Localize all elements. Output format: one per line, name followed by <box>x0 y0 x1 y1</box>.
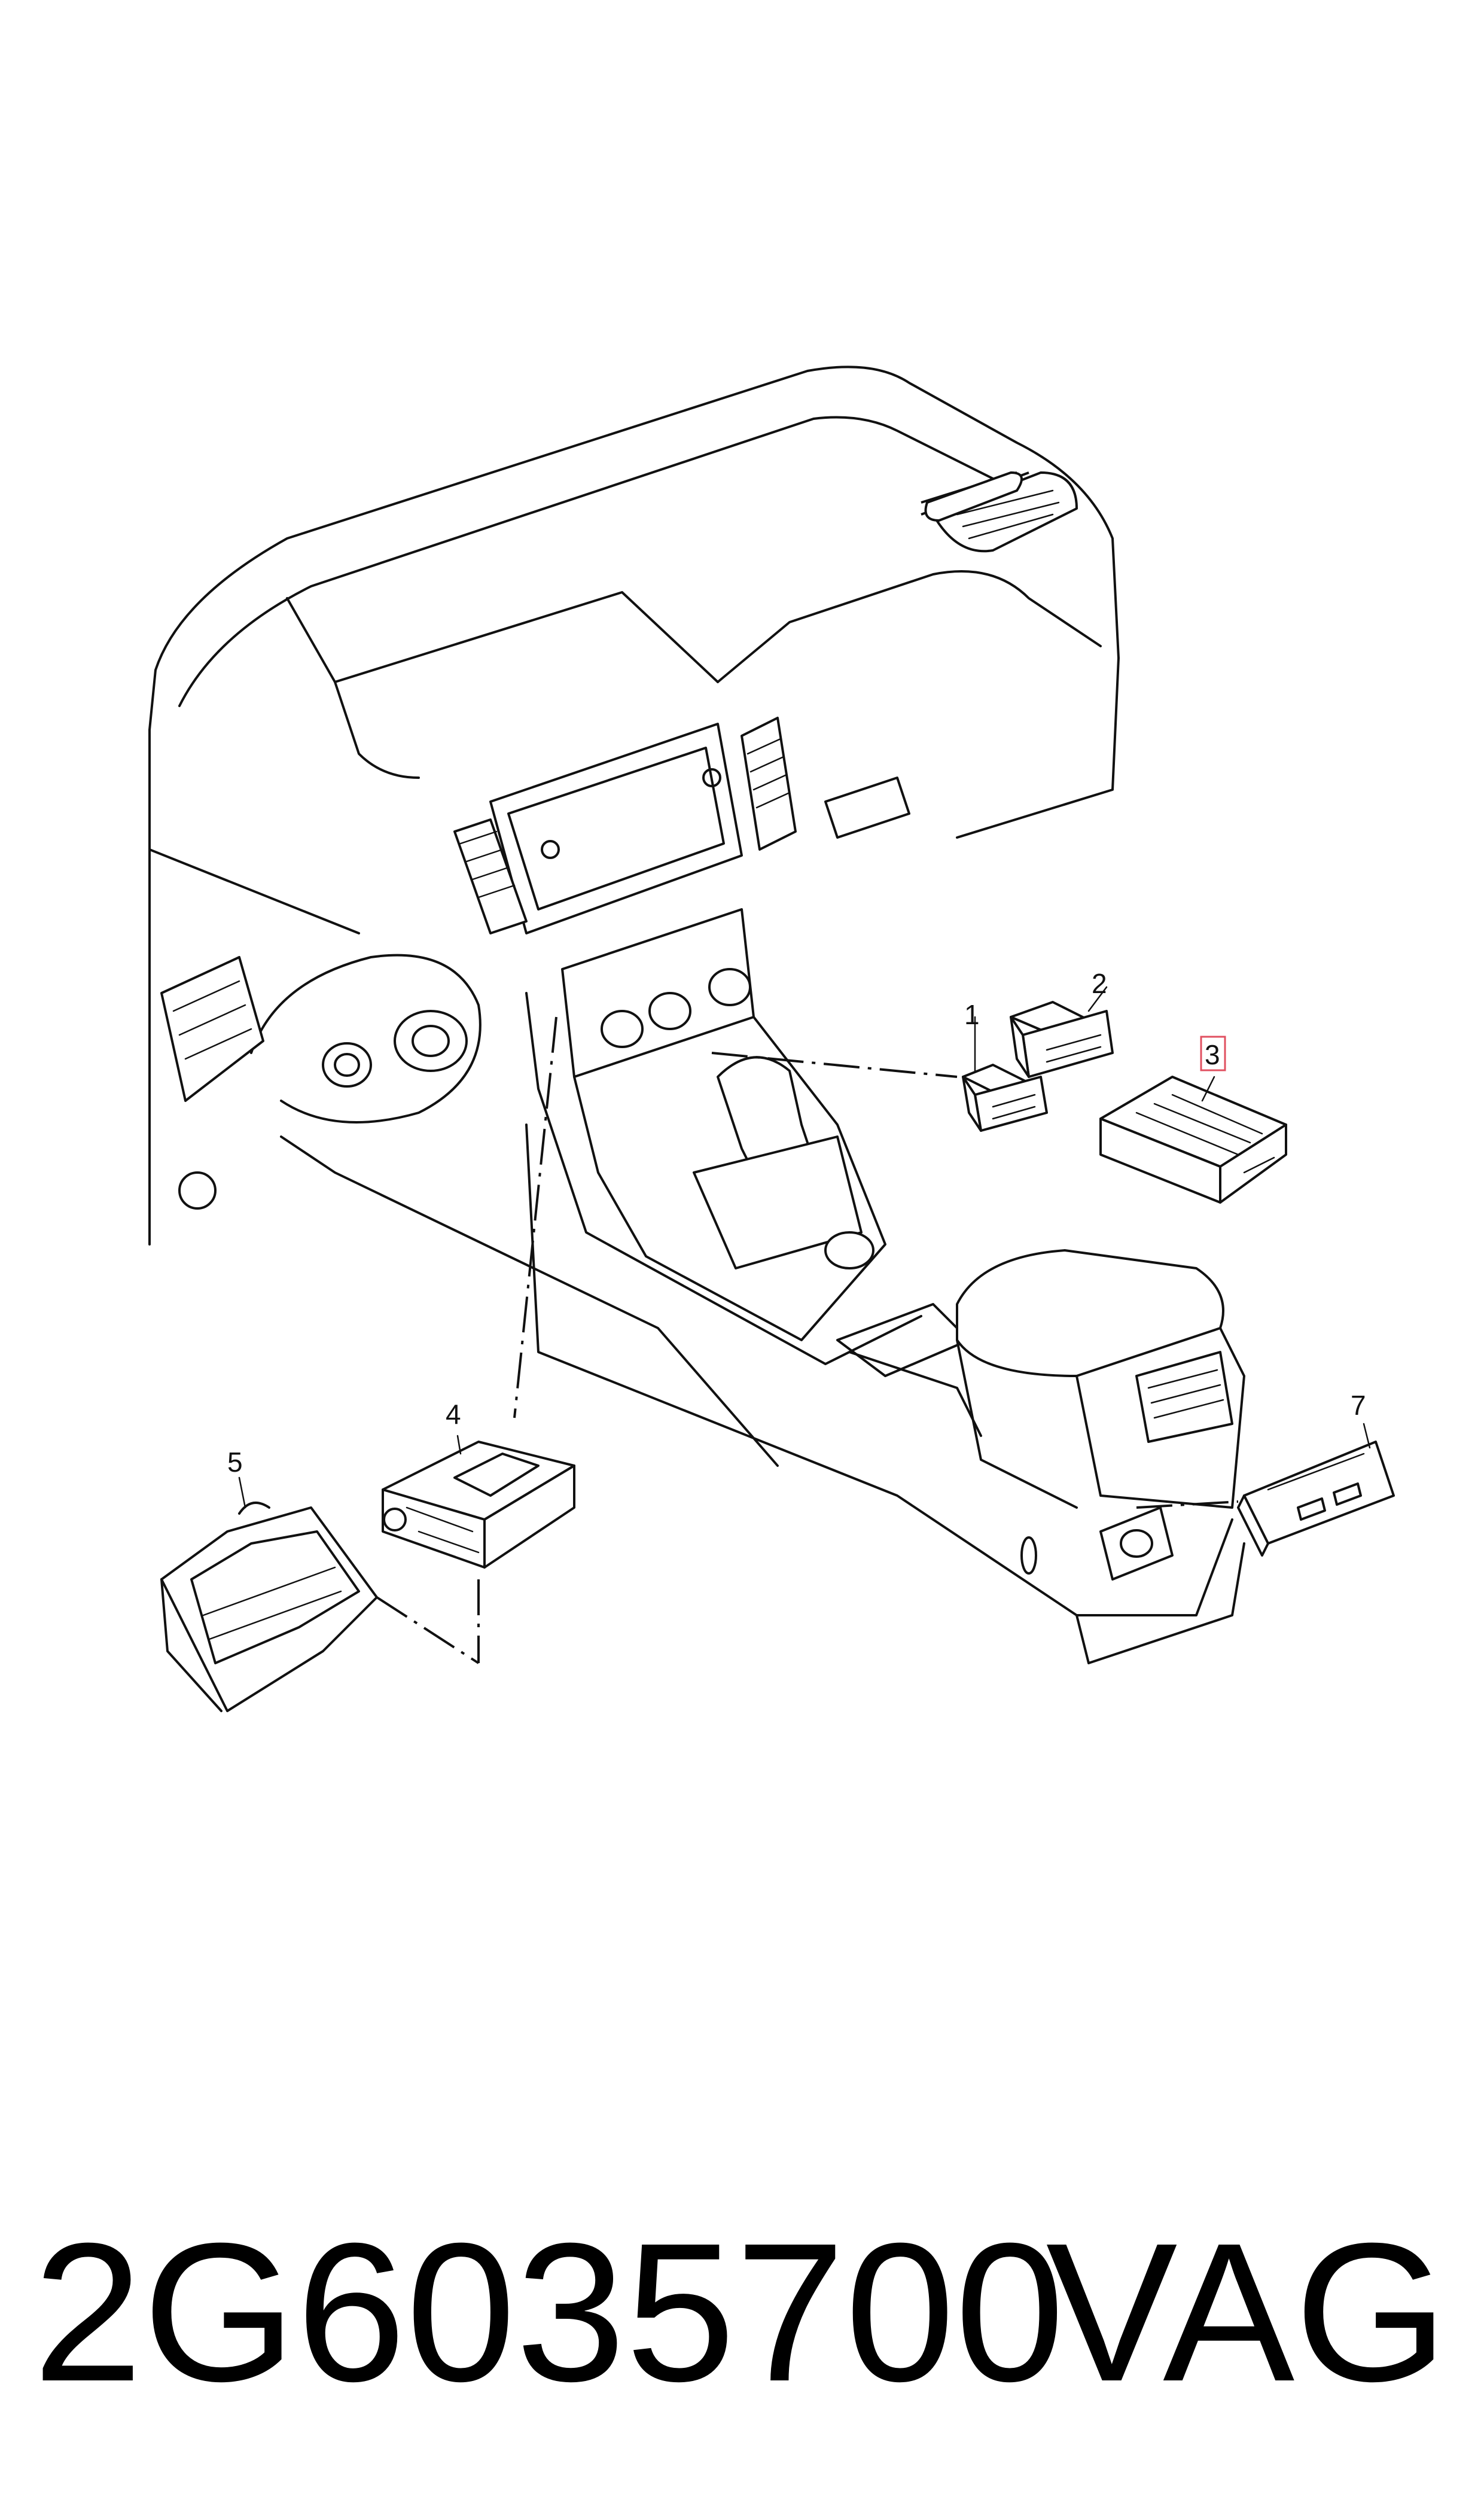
part-4-usb-hub <box>382 1441 575 1569</box>
callout-4: 4 <box>446 1399 461 1430</box>
callout-5: 5 <box>227 1447 243 1478</box>
callout-2: 2 <box>1092 968 1107 999</box>
part-number: 2G6035700 <box>33 2202 1065 2422</box>
center-console <box>525 1123 1245 1664</box>
callout-3-highlight-box <box>1200 1036 1226 1071</box>
climate-panel <box>525 908 922 1365</box>
callout-1: 1 <box>964 999 980 1030</box>
gear-selector <box>693 1056 874 1269</box>
leader-lines <box>376 1016 1239 1664</box>
center-vents <box>453 717 797 934</box>
part-3-control-unit <box>1099 1076 1287 1204</box>
part-2-usb-socket <box>1010 1001 1114 1078</box>
infotainment-screen <box>489 723 743 934</box>
dashboard <box>148 366 1120 1246</box>
part-1-usb-socket <box>962 1064 1048 1132</box>
brand-name: VAG <box>1046 2202 1448 2422</box>
callout-leaders <box>238 986 1371 1509</box>
callout-7: 7 <box>1351 1390 1366 1421</box>
part-7-rear-usb <box>1237 1441 1395 1557</box>
steering-column <box>160 954 779 1467</box>
callout-3: 3 <box>1205 1039 1220 1070</box>
part-5-bracket <box>160 1502 378 1712</box>
parts-diagram: 1 2 3 4 5 7 <box>148 366 1395 1712</box>
